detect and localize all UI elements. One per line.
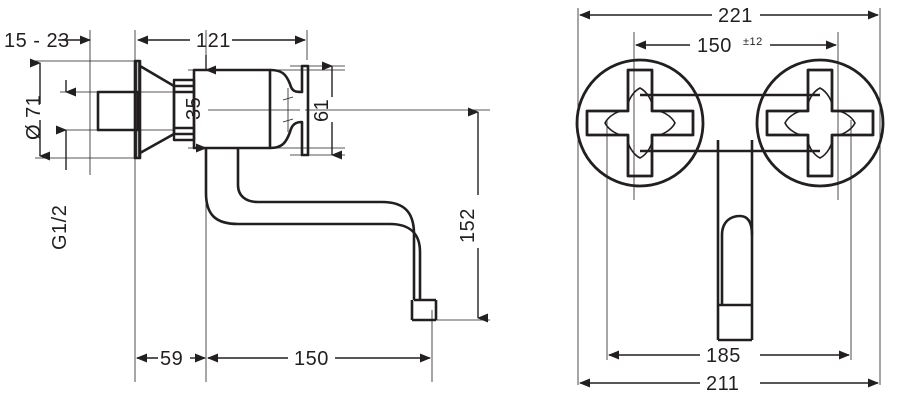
handle-left-fillet-e [651,109,676,137]
front-view-group: 221 150 ±12 185 211 [575,5,885,395]
dim-escutcheon-diameter-label: Ø 71 [23,95,45,140]
dim-wall-offset: 15 - 23 [4,30,91,52]
dim-body-length: 121 [137,30,306,52]
dim-inlet-centres: 150 ±12 [635,35,837,57]
dim-body-length-label: 121 [196,30,231,52]
spout-aerator [410,298,438,322]
dim-thread-size-label: G1/2 [49,205,71,250]
dim-outer-width: 211 [579,373,879,395]
handle-right-fillet-n [806,87,834,112]
dim-inlet-centres-tolerance-label: ±12 [743,36,763,48]
dim-handle-span-label: 221 [718,5,753,27]
dim-escutcheon-diameter: Ø 71 [23,58,50,161]
dim-spout-reach-label: 150 [294,348,329,370]
dim-thread-size: G1/2 [49,80,76,250]
handle-right-rosette [755,58,885,188]
dim-flange-height-label: 61 [311,99,333,122]
front-handle-left [575,58,705,188]
dim-handle-span: 221 [579,5,879,27]
dim-body-width-label: 185 [706,345,741,367]
front-body-bar [640,93,820,153]
front-spout [716,140,754,342]
spout-outline [204,148,422,300]
valve-body [192,68,272,150]
handle-left-rosette [575,58,705,188]
dim-spout-drop-label: 152 [457,208,479,243]
handle-right-fillet-w [784,109,809,137]
dim-body-width: 185 [608,345,850,367]
dim-flange-height: 61 [311,61,342,160]
dim-inlet-centres-label: 150 [697,35,732,57]
side-view-group: 15 - 23 121 Ø 71 G1/2 35 [4,30,490,382]
dim-offset-to-spout: 59 [136,348,206,370]
handle-right-fillet-s [806,134,834,159]
handle-right-fillet-e [831,109,856,137]
dim-outer-width-label: 211 [706,373,739,395]
handle-flange [269,64,310,157]
handle-left-fillet-s [626,134,654,159]
dim-wall-offset-label: 15 - 23 [4,30,70,52]
handle-left-fillet-n [626,87,654,112]
handle-left-fillet-w [604,109,629,137]
dim-spout-drop: 152 [457,107,488,323]
dim-spout-reach: 150 [207,348,431,370]
dim-offset-to-spout-label: 59 [160,348,183,370]
escutcheon-shading [136,62,139,157]
front-handle-right [755,58,885,188]
side-view-centre-marks [208,88,300,132]
